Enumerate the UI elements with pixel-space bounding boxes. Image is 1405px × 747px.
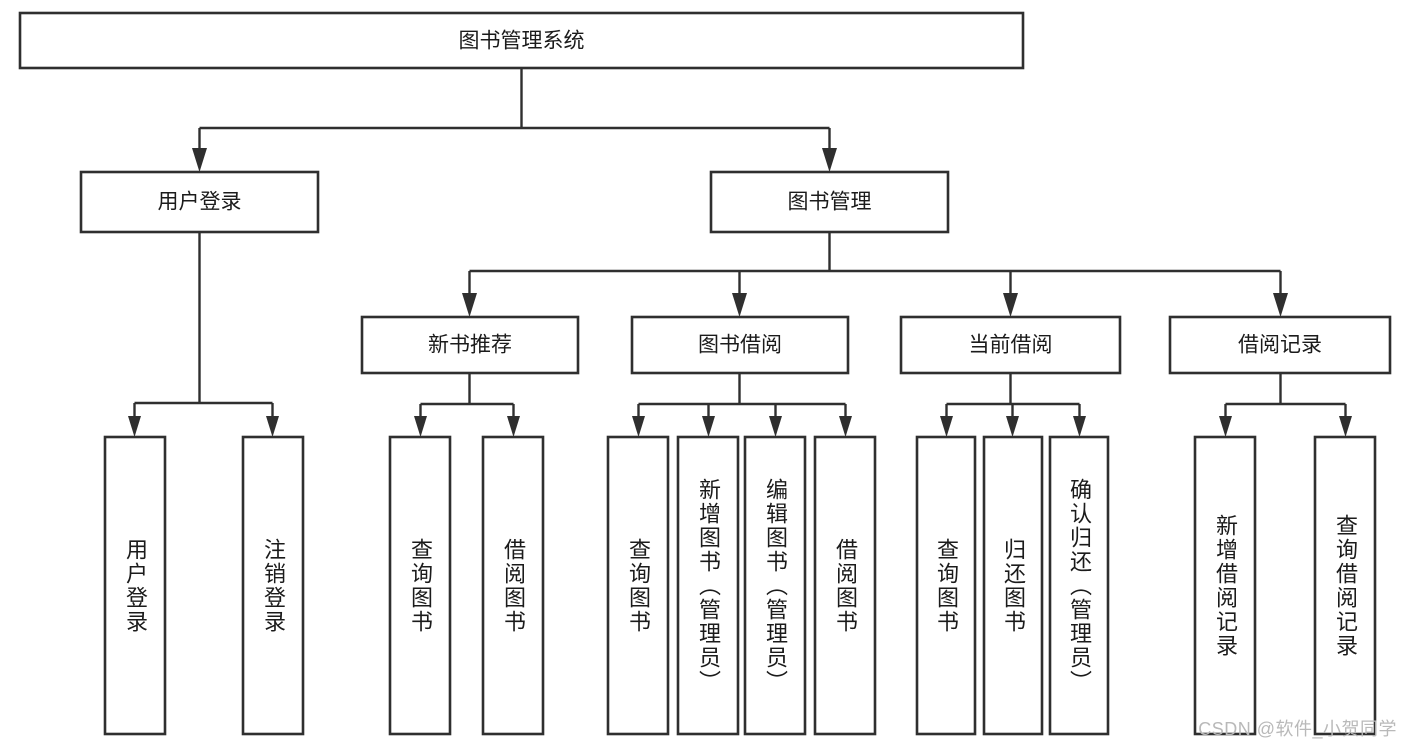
node-book-manage-box[interactable] [709,170,950,234]
node-borrow-record-label: 借阅记录 [1238,334,1322,357]
node-leaf-query-book-2[interactable]: 查询图书 [606,435,670,736]
arrow-head-leaf-edit-book-admin [769,416,782,437]
arrow-head-new-book-recommend [462,293,477,317]
node-book-borrow-label: 图书借阅 [698,334,782,357]
node-leaf-edit-book-admin-label: 编辑图书（管理员） [763,477,788,694]
node-new-book-recommend[interactable]: 新书推荐 [360,315,580,375]
node-leaf-add-borrow-record[interactable]: 新增借阅记录 [1193,435,1257,736]
node-current-borrow-label: 当前借阅 [969,334,1053,357]
node-book-manage-label: 图书管理 [788,191,872,214]
node-leaf-borrow-book-1[interactable]: 借阅图书 [481,435,545,736]
node-user-login-label: 用户登录 [158,191,242,214]
arrow-head-leaf-query-borrow-record [1339,416,1352,437]
arrow-head-leaf-return-book [1006,416,1019,437]
arrow-head-leaf-logout-login [266,416,279,437]
node-leaf-edit-book-admin[interactable]: 编辑图书（管理员） [743,435,807,736]
node-leaf-query-book-3[interactable]: 查询图书 [915,435,977,736]
node-new-book-recommend-label: 新书推荐 [428,334,512,357]
node-current-borrow-box[interactable] [899,315,1122,375]
node-root[interactable]: 图书管理系统 [18,11,1025,70]
node-leaf-query-borrow-record-box[interactable] [1313,435,1377,736]
node-leaf-query-book-3-box[interactable] [915,435,977,736]
arrow-head-leaf-confirm-return-admin [1073,416,1086,437]
arrow-head-leaf-add-borrow-record [1219,416,1232,437]
node-leaf-query-book-2-box[interactable] [606,435,670,736]
node-leaf-user-login-label: 用户登录 [123,537,148,634]
arrow-head-leaf-user-login [128,416,141,437]
node-borrow-record-box[interactable] [1168,315,1392,375]
node-leaf-borrow-book-2-box[interactable] [813,435,877,736]
arrow-head-user-login [192,148,207,172]
arrow-head-leaf-borrow-book-2 [839,416,852,437]
node-leaf-borrow-book-1-box[interactable] [481,435,545,736]
node-leaf-confirm-return-admin[interactable]: 确认归还（管理员） [1048,435,1110,736]
arrow-head-leaf-query-book-3 [940,416,953,437]
leaf-layer: 用户登录 注销登录 查询图书 [103,435,1377,736]
node-leaf-confirm-return-admin-box[interactable] [1048,435,1110,736]
node-leaf-confirm-return-admin-label: 确认归还（管理员） [1067,477,1092,694]
connector-layer [128,68,1352,437]
node-leaf-return-book-label: 归还图书 [1001,537,1026,634]
node-leaf-add-borrow-record-box[interactable] [1193,435,1257,736]
node-leaf-add-borrow-record-label: 新增借阅记录 [1213,513,1238,658]
node-leaf-logout-login-box[interactable] [241,435,305,736]
node-leaf-borrow-book-2[interactable]: 借阅图书 [813,435,877,736]
node-book-borrow[interactable]: 图书借阅 [630,315,850,375]
node-root-label: 图书管理系统 [459,30,585,53]
node-leaf-query-book-1-box[interactable] [388,435,452,736]
arrow-head-leaf-query-book-1 [414,416,427,437]
arrow-head-book-manage [822,148,837,172]
node-new-book-recommend-box[interactable] [360,315,580,375]
node-leaf-logout-login[interactable]: 注销登录 [241,435,305,736]
node-leaf-query-book-2-label: 查询图书 [626,537,651,634]
node-leaf-user-login[interactable]: 用户登录 [103,435,167,736]
node-user-login-box[interactable] [79,170,320,234]
node-book-borrow-box[interactable] [630,315,850,375]
node-leaf-add-book-admin-box[interactable] [676,435,740,736]
node-leaf-borrow-book-2-label: 借阅图书 [833,537,858,634]
node-borrow-record[interactable]: 借阅记录 [1168,315,1392,375]
node-leaf-edit-book-admin-box[interactable] [743,435,807,736]
node-leaf-return-book-box[interactable] [982,435,1044,736]
node-leaf-logout-login-label: 注销登录 [261,537,286,634]
node-current-borrow[interactable]: 当前借阅 [899,315,1122,375]
arrow-head-current-borrow [1003,293,1018,317]
arrow-head-leaf-add-book-admin [702,416,715,437]
node-leaf-query-book-3-label: 查询图书 [934,537,959,634]
node-leaf-query-book-1-label: 查询图书 [408,537,433,634]
arrow-head-borrow-record [1273,293,1288,317]
arrow-head-book-borrow [732,293,747,317]
node-leaf-add-book-admin-label: 新增图书（管理员） [696,477,721,694]
node-leaf-query-book-1[interactable]: 查询图书 [388,435,452,736]
node-leaf-query-borrow-record-label: 查询借阅记录 [1333,513,1358,658]
arrow-head-leaf-query-book-2 [632,416,645,437]
node-leaf-borrow-book-1-label: 借阅图书 [501,537,526,634]
node-leaf-user-login-box[interactable] [103,435,167,736]
node-user-login[interactable]: 用户登录 [79,170,320,234]
node-leaf-add-book-admin[interactable]: 新增图书（管理员） [676,435,740,736]
node-root-box[interactable] [18,11,1025,70]
node-leaf-query-borrow-record[interactable]: 查询借阅记录 [1313,435,1377,736]
node-book-manage[interactable]: 图书管理 [709,170,950,234]
arrow-head-leaf-borrow-book-1 [507,416,520,437]
node-leaf-return-book[interactable]: 归还图书 [982,435,1044,736]
